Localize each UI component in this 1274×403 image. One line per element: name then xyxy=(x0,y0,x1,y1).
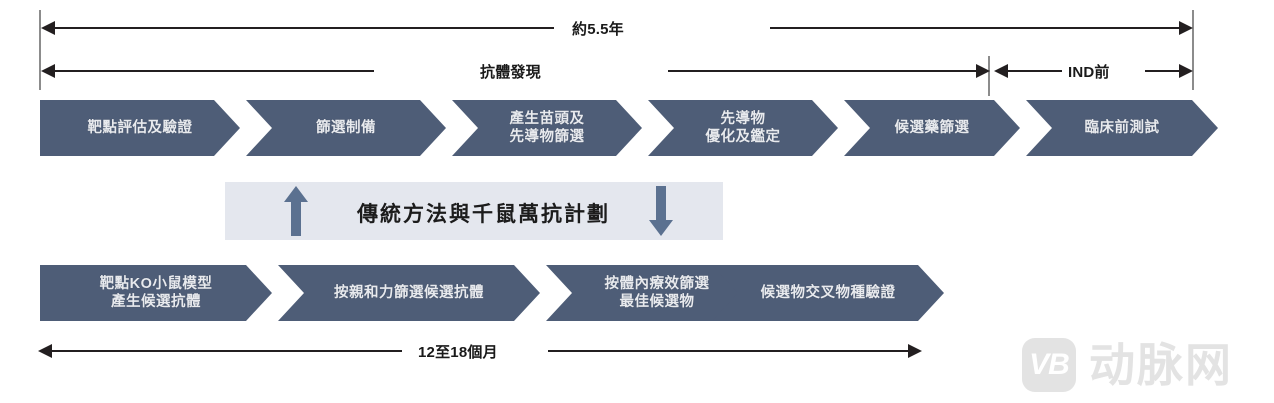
process-step-preclinical-testing[interactable]: 臨床前測試 xyxy=(1026,100,1218,156)
banner-title: 傳統方法與千鼠萬抗計劃 xyxy=(357,203,610,226)
comparison-banner xyxy=(225,182,723,240)
process-step-label: 先導物 優化及鑑定 xyxy=(702,110,785,146)
platform-step-cross-species-validation[interactable]: 候選物交叉物種驗證 xyxy=(712,265,944,321)
process-step-screening-preparation[interactable]: 篩選制備 xyxy=(246,100,446,156)
arrowhead-right-icon xyxy=(1179,64,1193,78)
process-step-line-2: 先導物篩選 xyxy=(509,129,585,145)
arrowhead-right-icon xyxy=(976,64,990,78)
guide-tick-right xyxy=(1192,10,1194,90)
process-step-line-1: 先導物 xyxy=(720,110,766,127)
watermark-logo-badge: VB xyxy=(1022,338,1076,392)
measure-line-left xyxy=(51,350,402,352)
process-step-candidate-drug-screening[interactable]: 候選藥篩選 xyxy=(844,100,1020,156)
process-step-hit-lead-screening[interactable]: 產生苗頭及 先導物篩選 xyxy=(452,100,642,156)
process-step-label: 候選藥篩選 xyxy=(894,119,970,136)
measure-line-right xyxy=(1145,70,1181,72)
measure-line-right xyxy=(668,70,980,72)
platform-step-line-1: 按體內療效篩選 xyxy=(604,275,710,292)
platform-step-line-2: 產生候選抗體 xyxy=(111,294,201,310)
process-step-line-2: 優化及鑑定 xyxy=(705,129,781,145)
measure-line-left xyxy=(54,27,554,29)
measure-line-right xyxy=(548,350,910,352)
platform-step-label: 靶點KO小鼠模型 產生候選抗體 xyxy=(96,275,217,311)
process-step-target-evaluation[interactable]: 靶點評估及驗證 xyxy=(40,100,240,156)
down-arrow-icon xyxy=(649,186,673,236)
measure-preind-label: IND前 xyxy=(1062,61,1116,82)
measure-line-right xyxy=(770,27,1180,29)
arrowhead-left-icon xyxy=(994,64,1008,78)
platform-step-line-2: 最佳候選物 xyxy=(619,294,695,310)
platform-step-label: 候選物交叉物種驗證 xyxy=(760,284,896,301)
process-step-label: 臨床前測試 xyxy=(1084,119,1160,136)
measure-line-left xyxy=(54,70,374,72)
process-step-lead-optimization[interactable]: 先導物 優化及鑑定 xyxy=(648,100,838,156)
process-step-label: 篩選制備 xyxy=(316,119,376,136)
platform-step-line-1: 靶點KO小鼠模型 xyxy=(99,275,213,292)
measure-duration-label: 12至18個月 xyxy=(412,341,504,362)
arrowhead-left-icon xyxy=(38,344,52,358)
guide-tick-left xyxy=(39,10,41,90)
measure-line-left xyxy=(1007,70,1062,72)
arrowhead-right-icon xyxy=(908,344,922,358)
platform-step-label: 按體內療效篩選 最佳候選物 xyxy=(601,275,714,311)
platform-step-label: 按親和力篩選候選抗體 xyxy=(334,284,484,301)
process-step-line-1: 產生苗頭及 xyxy=(509,110,585,127)
measure-discovery-label: 抗體發現 xyxy=(474,61,547,82)
process-step-label: 靶點評估及驗證 xyxy=(87,119,193,136)
arrowhead-right-icon xyxy=(1179,21,1193,35)
arrowhead-left-icon xyxy=(41,64,55,78)
platform-step-ko-mouse-model[interactable]: 靶點KO小鼠模型 產生候選抗體 xyxy=(40,265,272,321)
up-arrow-icon xyxy=(284,186,308,236)
platform-step-affinity-screening[interactable]: 按親和力篩選候選抗體 xyxy=(278,265,540,321)
watermark: VB 动脉网 xyxy=(1022,338,1233,392)
process-step-label: 產生苗頭及 先導物篩選 xyxy=(506,110,589,146)
measure-total-label: 約5.5年 xyxy=(566,18,630,39)
arrowhead-left-icon xyxy=(41,21,55,35)
watermark-text: 动脉网 xyxy=(1089,338,1233,392)
